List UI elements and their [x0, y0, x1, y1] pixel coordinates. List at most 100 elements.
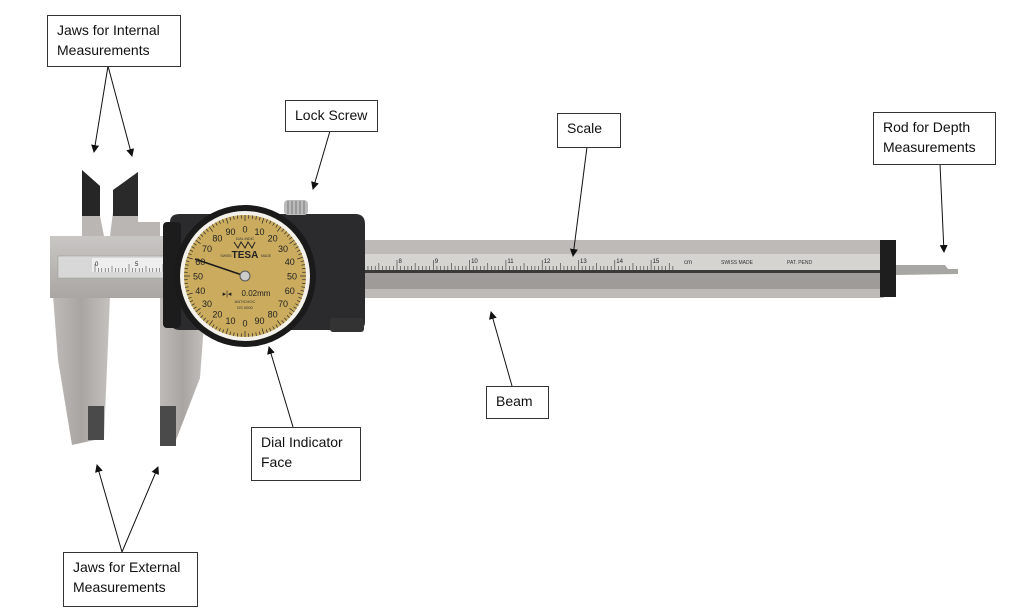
dial-tick — [195, 308, 201, 313]
dial-tick — [185, 264, 189, 266]
dial-number: 20 — [268, 233, 278, 243]
dial-tick — [297, 292, 304, 296]
dial-tick — [212, 324, 215, 328]
vernier-scale — [94, 264, 164, 272]
scale-number: 10 — [471, 259, 478, 265]
dial-tick — [215, 326, 218, 330]
arrow-scale — [569, 146, 588, 257]
dial-number: 20 — [212, 310, 222, 320]
dial-tick — [191, 303, 195, 306]
dial-tick — [298, 253, 302, 256]
dial-tick — [293, 243, 297, 246]
dial-tick — [284, 317, 288, 321]
dial-tick — [272, 326, 275, 330]
label-scale: Scale — [557, 113, 621, 148]
dial-tick — [284, 231, 288, 235]
dial-antichoc: ANTICHOC — [235, 299, 256, 304]
depth-rod — [896, 265, 958, 275]
dial-tick — [261, 328, 265, 335]
dial-tick — [212, 224, 215, 228]
label-beam: Beam — [486, 386, 549, 419]
dial-tick — [202, 317, 206, 321]
dial-tick — [289, 236, 293, 240]
beam-scale — [367, 260, 674, 270]
dial-number: 40 — [195, 286, 205, 296]
dial-number: 80 — [268, 310, 278, 320]
dial-tick — [208, 226, 213, 232]
scale-number: 9 — [435, 259, 439, 265]
dial-number: 50 — [193, 272, 203, 282]
arrow-internal-jaw-movable — [107, 65, 135, 157]
external-jaws — [53, 296, 206, 446]
dial-tick — [255, 216, 257, 220]
dial-tick — [191, 246, 195, 249]
label-internal-jaws: Jaws for Internal Measurements — [47, 15, 181, 67]
dial-tick — [275, 324, 278, 328]
dial-small-right: MADE — [261, 254, 272, 258]
dial-tick — [297, 256, 304, 260]
dial-small-left: SWISS — [220, 254, 232, 258]
dial-number: 80 — [212, 233, 222, 243]
label-lock-screw: Lock Screw — [285, 100, 378, 132]
scale-number: 12 — [544, 259, 551, 265]
arrow-depth-rod — [939, 163, 948, 253]
arrow-external-jaw-fixed — [95, 464, 123, 553]
scale-number: 13 — [580, 259, 587, 265]
dial-tick — [188, 296, 192, 299]
brand-logo — [233, 241, 256, 249]
dial-tick — [205, 228, 209, 232]
dial-tick — [289, 312, 293, 316]
dial-tick — [269, 327, 272, 332]
scale-number: 15 — [653, 259, 660, 265]
dial-tick — [185, 286, 189, 288]
dial-tick — [301, 264, 305, 266]
scale-unit: cm — [684, 260, 692, 266]
dial-tick — [269, 220, 272, 225]
dial-number: 70 — [202, 244, 212, 254]
arrow-lock-screw — [311, 130, 331, 190]
dial-tick — [186, 292, 193, 296]
dial-tick — [229, 331, 232, 336]
dial-tick — [229, 216, 232, 221]
dial-tick — [281, 228, 285, 232]
scale-marking-swiss: SWISS MADE — [721, 260, 754, 266]
dial-tick — [193, 306, 197, 309]
dial-number: 10 — [255, 227, 265, 237]
vernier-label-5: 5 — [135, 262, 139, 268]
arrow-external-jaw-movable — [121, 466, 159, 553]
dial-small-top: DIAL INDIC — [236, 237, 255, 241]
vernier-label-0: 0 — [95, 262, 99, 268]
dial-tick — [205, 320, 209, 324]
dial-tick — [185, 260, 190, 263]
dial-tick — [188, 253, 192, 256]
scale-number: 11 — [507, 259, 514, 265]
dial-tick — [300, 289, 305, 292]
dial-number: 90 — [225, 227, 235, 237]
dial-brand: TESA — [232, 250, 259, 261]
dial-number: 70 — [278, 299, 288, 309]
dial-tick — [189, 249, 194, 252]
arrow-internal-jaw-fixed — [91, 65, 109, 153]
arrow-beam — [489, 311, 513, 387]
dial-tick — [200, 315, 204, 319]
dial-tick — [233, 332, 235, 336]
dial-tick — [258, 331, 261, 336]
dial-needle — [194, 258, 246, 277]
scale-marking-pat: PAT. PEND — [787, 260, 812, 266]
range-arrows-icon: ▸|◂ — [223, 291, 232, 298]
dial-number: 30 — [202, 299, 212, 309]
dial-tick — [295, 303, 299, 306]
dial-tick — [289, 239, 295, 244]
dial-number: 90 — [255, 316, 265, 326]
dial-tick — [202, 231, 206, 235]
dial-tick — [277, 320, 282, 326]
dial-resolution: 0.02mm — [242, 289, 271, 298]
dial-number: 0 — [242, 319, 247, 329]
dial-tick — [218, 327, 221, 332]
dial-tick — [293, 306, 297, 309]
dial-tick — [222, 219, 225, 223]
dial-tick — [296, 249, 301, 252]
scale-number: 8 — [399, 259, 403, 265]
dial-tick — [193, 243, 197, 246]
dial-tick — [265, 329, 268, 333]
